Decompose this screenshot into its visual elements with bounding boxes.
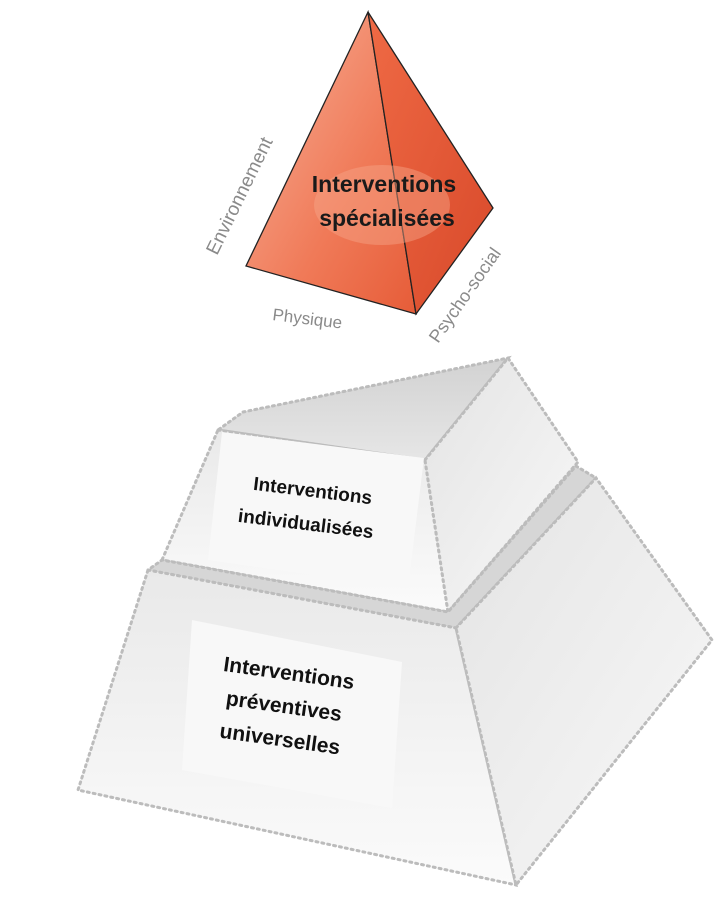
middle-tier-label-box xyxy=(208,432,424,588)
bottom-tier: Interventions préventives universelles xyxy=(76,464,714,889)
top-pyramid: Interventions spécialisées Environnement… xyxy=(203,9,505,346)
axis-label-physique: Physique xyxy=(272,305,344,332)
bottom-tier-label-box xyxy=(182,620,402,808)
top-pyramid-glow xyxy=(314,165,450,245)
top-pyramid-title-line1: Interventions xyxy=(312,171,456,197)
top-pyramid-right-face xyxy=(367,11,494,316)
middle-tier: Interventions individualisées xyxy=(159,355,580,616)
middle-tier-side-face xyxy=(423,355,580,616)
top-pyramid-title-line2: spécialisées xyxy=(319,205,455,231)
bottom-tier-side-face xyxy=(454,475,714,889)
